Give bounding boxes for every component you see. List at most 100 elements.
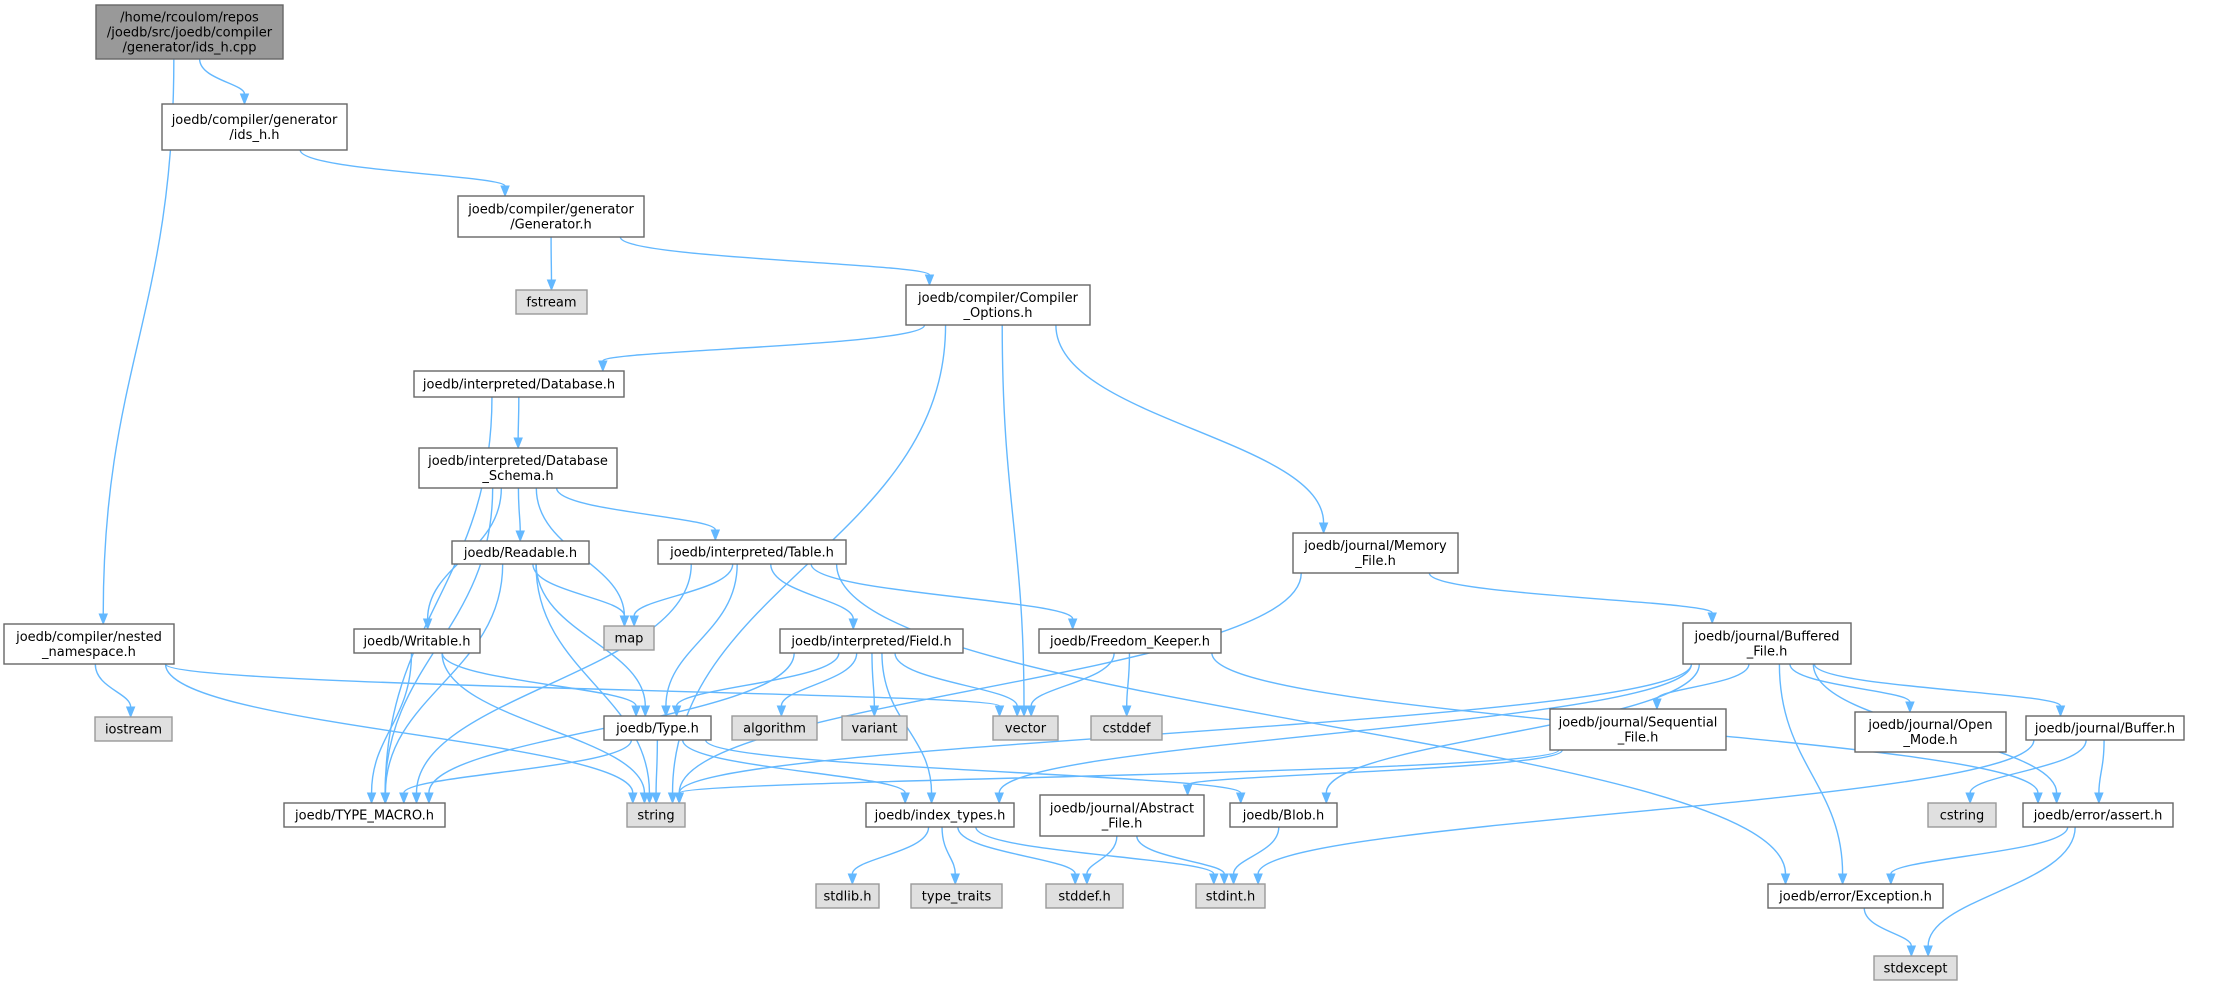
file-node-readable[interactable]: joedb/Readable.h <box>451 540 590 565</box>
file-node-sequential-file[interactable]: joedb/journal/Sequential_File.h <box>1549 708 1727 751</box>
file-node-exception-h[interactable]: joedb/error/Exception.h <box>1767 883 1944 909</box>
file-node-generator-h[interactable]: joedb/compiler/generator/Generator.h <box>457 195 645 238</box>
edge-arrowhead <box>710 529 721 542</box>
file-node-type-h[interactable]: joedb/Type.h <box>603 715 712 741</box>
node-box <box>1292 532 1459 574</box>
edge-line <box>370 652 413 794</box>
node-label: _Schema.h <box>481 469 553 484</box>
edge-arrowhead <box>1121 705 1132 718</box>
edge-arrowhead <box>1652 698 1662 711</box>
edge-line <box>535 563 646 707</box>
file-node-database-h[interactable]: joedb/interpreted/Database.h <box>413 370 625 398</box>
file-node-index-types[interactable]: joedb/index_types.h <box>865 802 1015 828</box>
edge-arrowhead <box>848 618 859 631</box>
edge-arrowhead <box>1886 873 1896 886</box>
node-label: _Mode.h <box>1902 733 1957 748</box>
edge-field-h-to-algorithm <box>776 652 858 718</box>
edge-arrowhead <box>515 530 525 543</box>
edge-line <box>384 563 504 794</box>
file-node-freedom-keeper[interactable]: joedb/Freedom_Keeper.h <box>1038 628 1222 654</box>
edge-arrowhead <box>628 792 638 805</box>
edge-arrowhead <box>640 705 651 718</box>
edge-buffered-file-to-exception-h <box>1778 663 1848 886</box>
edge-arrowhead <box>1253 873 1263 886</box>
file-node-field-h[interactable]: joedb/interpreted/Field.h <box>779 628 964 654</box>
edge-memory-file-to-string <box>674 572 1302 805</box>
edge-compiler-options-to-database-h <box>598 324 926 373</box>
file-node-buffer-h[interactable]: joedb/journal/Buffer.h <box>2025 715 2185 741</box>
edge-writable-to-type-h <box>441 652 641 718</box>
file-node-buffered-file[interactable]: joedb/journal/Buffered_File.h <box>1682 622 1852 665</box>
edge-arrowhead <box>619 615 630 628</box>
edge-arrowhead <box>411 792 422 805</box>
file-node-ids-h[interactable]: joedb/compiler/generator/ids_h.h <box>161 103 348 151</box>
edge-readable-to-type-h <box>535 563 651 718</box>
file-node-abstract-file[interactable]: joedb/journal/Abstract_File.h <box>1039 794 1205 837</box>
node-label: cstring <box>1940 809 1984 824</box>
node-box <box>413 370 625 398</box>
edge-arrowhead <box>424 792 434 805</box>
edge-line <box>1126 652 1131 707</box>
file-node-compiler-options[interactable]: joedb/compiler/Compiler_Options.h <box>905 284 1091 326</box>
edge-arrowhead <box>1026 705 1036 718</box>
edge-index-types-to-type-traits <box>941 826 960 886</box>
file-node-memory-file[interactable]: joedb/journal/Memory_File.h <box>1292 532 1459 574</box>
file-node-cstddef: cstddef <box>1090 715 1163 741</box>
edge-assert-h-to-stdexcept <box>1923 826 2076 958</box>
node-box <box>905 284 1091 326</box>
edge-line <box>602 324 926 362</box>
edge-line <box>415 563 692 794</box>
edge-arrowhead <box>1082 873 1092 886</box>
edge-line <box>998 663 1693 794</box>
edge-arrowhead <box>661 705 671 718</box>
file-node-type-macro[interactable]: joedb/TYPE_MACRO.h <box>283 802 446 828</box>
file-node-blob-h[interactable]: joedb/Blob.h <box>1229 802 1338 828</box>
file-node-ids-cpp[interactable]: /home/rcoulom/repos/joedb/src/joedb/comp… <box>95 4 284 60</box>
file-node-fstream: fstream <box>515 289 588 315</box>
edge-line <box>517 396 520 439</box>
node-box <box>95 4 284 60</box>
node-box <box>161 103 348 151</box>
node-box <box>992 715 1059 741</box>
edge-index-types-to-stddef <box>957 826 1080 886</box>
node-box <box>418 447 618 489</box>
edge-arrowhead <box>924 274 935 287</box>
file-node-writable[interactable]: joedb/Writable.h <box>353 628 481 654</box>
node-label: variant <box>852 722 898 737</box>
edge-line <box>1927 826 2076 947</box>
edge-line <box>198 58 246 95</box>
edge-arrowhead <box>639 792 650 805</box>
node-label: map <box>615 632 644 647</box>
file-node-cstring: cstring <box>1927 802 1997 828</box>
edge-arrowhead <box>994 792 1004 805</box>
node-label: /home/rcoulom/repos <box>120 11 259 26</box>
edge-line <box>1778 663 1844 875</box>
edge-arrowhead <box>667 792 678 805</box>
edge-line <box>441 652 637 707</box>
edge-field-h-to-vector <box>894 652 1022 718</box>
edge-type-h-to-type-macro <box>399 739 633 805</box>
edge-table-h-to-map <box>629 563 734 628</box>
file-node-database-schema[interactable]: joedb/interpreted/Database_Schema.h <box>418 447 618 489</box>
node-box <box>1038 628 1222 654</box>
file-node-assert-h[interactable]: joedb/error/assert.h <box>2022 802 2174 828</box>
file-node-iostream: iostream <box>94 716 173 742</box>
file-node-nested-ns[interactable]: joedb/compiler/nested_namespace.h <box>3 623 175 665</box>
node-box <box>657 539 847 565</box>
edge-exception-h-to-stdexcept <box>1863 907 1917 958</box>
edge-sequential-file-to-string <box>674 749 1560 805</box>
file-node-open-mode[interactable]: joedb/journal/Open_Mode.h <box>1854 711 2007 753</box>
file-node-algorithm: algorithm <box>731 715 818 741</box>
node-box <box>626 802 686 828</box>
edge-arrowhead <box>900 792 910 805</box>
node-label: joedb/journal/Open <box>1867 718 1992 733</box>
edge-arrowhead <box>598 360 608 373</box>
node-label: string <box>637 809 674 824</box>
edge-blob-h-to-stdint <box>1228 826 1280 886</box>
edge-buffered-file-to-string <box>674 663 1693 805</box>
node-label: stddef.h <box>1058 890 1110 905</box>
node-box <box>1195 883 1266 909</box>
file-node-variant: variant <box>841 715 908 741</box>
file-node-table-h[interactable]: joedb/interpreted/Table.h <box>657 539 847 565</box>
